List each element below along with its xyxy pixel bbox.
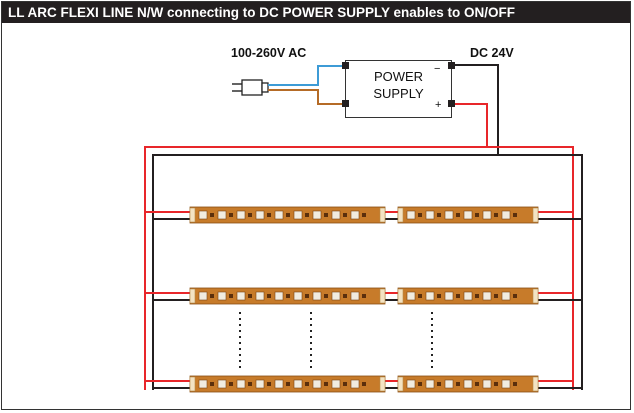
power-supply-label: POWER SUPPLY — [346, 68, 451, 102]
ac-input-label: 100-260V AC — [231, 46, 307, 60]
dc-output-label: DC 24V — [470, 46, 514, 60]
led-strip — [397, 287, 539, 305]
positive-bus — [144, 146, 574, 390]
positive-terminal-label: + — [435, 99, 442, 111]
power-supply-label-line2: SUPPLY — [373, 86, 424, 101]
diagram-title: LL ARC FLEXI LINE N/W connecting to DC P… — [2, 2, 630, 23]
ac-neutral-wire — [268, 89, 345, 105]
ac-plug-icon — [232, 79, 269, 96]
led-strip — [189, 375, 386, 393]
negative-terminal-label: − — [434, 63, 441, 75]
ac-live-wire — [268, 65, 345, 86]
power-supply-label-line1: POWER — [373, 69, 424, 84]
dc-positive-wire — [455, 103, 488, 147]
led-strip — [397, 206, 539, 224]
dc-negative-wire — [455, 64, 499, 155]
led-strip — [189, 287, 386, 305]
led-strip — [189, 206, 386, 224]
power-supply-box: POWER SUPPLY − + — [345, 60, 452, 118]
negative-bus — [152, 154, 583, 390]
led-strip — [397, 375, 539, 393]
